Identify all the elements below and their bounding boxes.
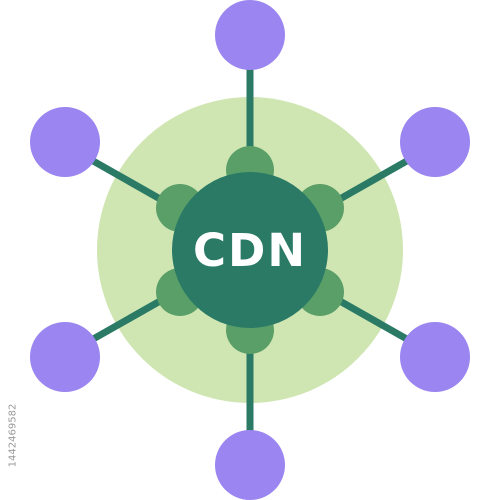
satellite-top xyxy=(215,0,285,70)
satellite-bottom xyxy=(215,430,285,500)
satellite-bottom-right xyxy=(400,322,470,392)
satellite-nodes xyxy=(30,0,470,500)
satellite-bottom-left xyxy=(30,322,100,392)
satellite-top-left xyxy=(30,107,100,177)
hub-circle xyxy=(172,172,328,328)
watermark-id-text: 1442469582 xyxy=(7,403,19,468)
satellite-top-right xyxy=(400,107,470,177)
cdn-label: CDN xyxy=(193,224,307,277)
